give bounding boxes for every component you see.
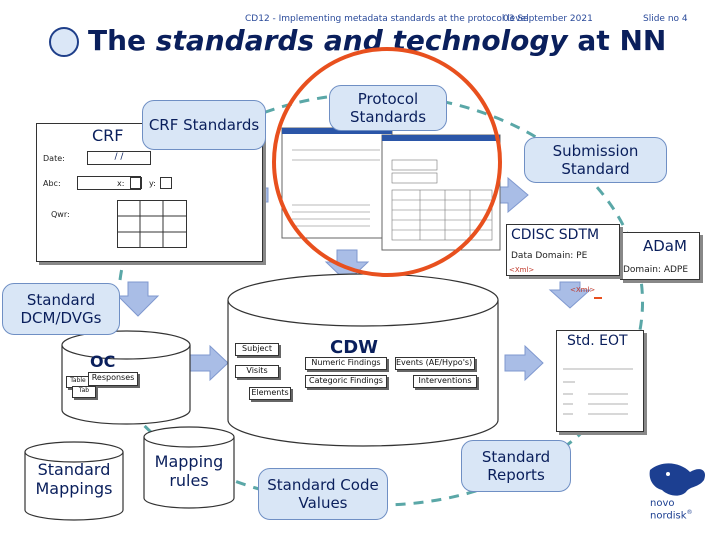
mappings-cylinder (24, 441, 124, 521)
cdw-title: CDW (330, 337, 379, 358)
header-slide-number: Slide no 4 (643, 14, 688, 24)
standard-mappings-label: Standard Mappings (35, 460, 113, 498)
crf-y-checkbox (160, 177, 172, 189)
crf-qwr-grid (117, 200, 187, 248)
oc-responses-box: Responses (88, 372, 138, 386)
protocol-standards-callout: Protocol Standards (329, 85, 447, 131)
sdtm-title: CDISC SDTM (511, 227, 600, 243)
header-course: CD12 - Implementing metadata standards a… (245, 14, 529, 24)
arrow-down-sdtm (548, 281, 592, 309)
adam-document-stack: ADaM Domain: ADPE (620, 232, 700, 280)
crf-qwr-label: Qwr: (51, 210, 70, 219)
standard-code-values-callout: Standard Code Values (258, 468, 388, 520)
arrow-down-oc (116, 281, 160, 317)
header-date: 03 September 2021 (503, 14, 593, 24)
crf-title: CRF (92, 126, 124, 145)
protocol-focus-circle (272, 47, 502, 277)
std-eot-document: Std. EOT (556, 330, 644, 432)
sdtm-xml-tag: <Xml> (509, 266, 535, 274)
cdw-visits-box: Visits (235, 365, 279, 378)
crf-standards-callout: CRF Standards (142, 100, 266, 150)
novo-nordisk-bull-icon (649, 463, 706, 496)
crf-x-checkbox (130, 177, 142, 189)
crf-x-label: x: (117, 179, 125, 188)
sdtm-document-stack: CDISC SDTM Data Domain: PE (506, 224, 620, 276)
arrow-oc-to-cdw (189, 344, 229, 382)
crf-date-field: / / (87, 151, 151, 165)
oc-tab-box: Tab (72, 386, 96, 398)
std-eot-title: Std. EOT (567, 333, 628, 349)
cdw-numeric-findings-box: Numeric Findings (305, 357, 387, 370)
cdw-subject-box: Subject (235, 343, 279, 356)
novo-nordisk-logo-text: novo nordisk® (650, 498, 693, 522)
standard-reports-callout: Standard Reports (461, 440, 571, 492)
mapping-rules-label: Mapping rules (154, 452, 224, 490)
crf-abc-label: Abc: (43, 179, 61, 188)
adam-xml-tag: <Xml> (570, 286, 596, 294)
cdw-elements-box: Elements (249, 387, 291, 400)
crf-abc-field (77, 176, 141, 190)
cdw-categoric-findings-box: Categoric Findings (305, 375, 387, 388)
submission-standard-callout: Submission Standard (524, 137, 667, 183)
std-eot-table (563, 368, 633, 415)
crf-y-label: y: (149, 179, 156, 188)
mapping-rules-cylinder (143, 426, 235, 509)
protocol-document-screenshot (281, 127, 501, 251)
sdtm-domain: Data Domain: PE (511, 251, 588, 261)
adam-domain: Domain: ADPE (623, 265, 689, 275)
dashed-cycle-arc (101, 92, 645, 507)
cdw-cylinder (227, 273, 499, 447)
title-bullet-icon (49, 27, 79, 57)
standard-dcm-callout: Standard DCM/DVGs (2, 283, 120, 335)
arrow-cdw-to-eot (504, 344, 544, 382)
cdw-events-box: Events (AE/Hypo's) (395, 357, 475, 370)
crf-date-label: Date: (43, 154, 65, 163)
oc-cylinder (61, 330, 191, 425)
oc-title: OC (90, 352, 116, 371)
adam-title: ADaM (643, 237, 687, 255)
cdw-interventions-box: Interventions (413, 375, 477, 388)
